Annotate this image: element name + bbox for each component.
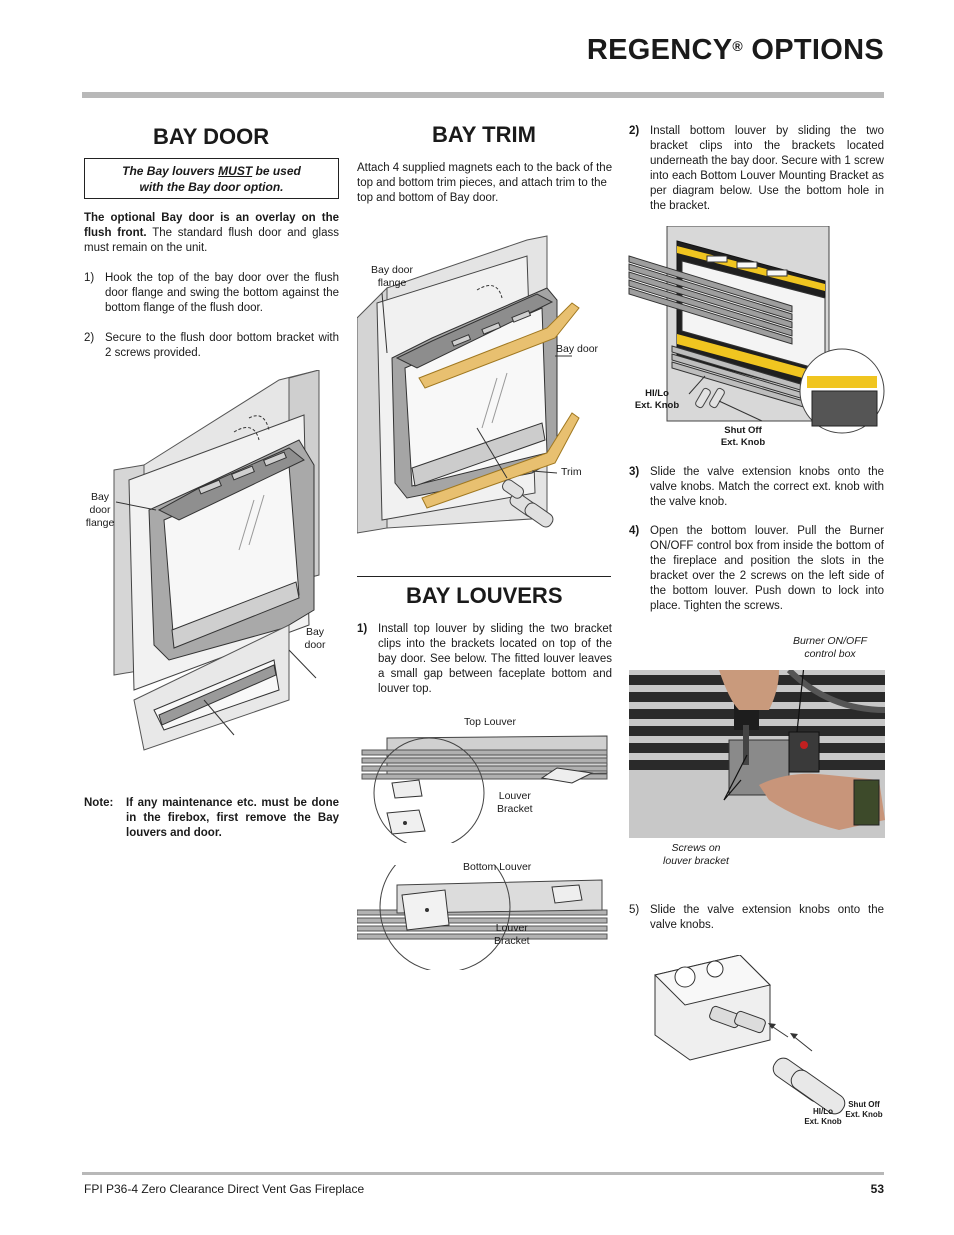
section-divider: [357, 576, 611, 577]
step-5: 5)Slide the valve extension knobs onto t…: [629, 904, 884, 931]
bay-door-note-label: Note:: [84, 797, 114, 809]
bay-door-step-1: 1)Hook the top of the bay door over the …: [84, 272, 339, 314]
footer-rule: [82, 1172, 884, 1175]
bay-door-heading: BAY DOOR: [153, 124, 270, 149]
bay-trim-heading: BAY TRIM: [432, 122, 536, 147]
bay-door-note-text: If any maintenance etc. must be done in …: [126, 797, 339, 839]
bottom-louver-install-illustration: [628, 226, 885, 434]
footer-text: FPI P36-4 Zero Clearance Direct Vent Gas…: [84, 1182, 365, 1196]
bay-trim-illustration: [357, 235, 580, 534]
bay-louvers-heading: BAY LOUVERS: [406, 583, 563, 608]
bay-door-intro: The optional Bay door is an overlay on t…: [84, 212, 340, 254]
control-box-photo: [629, 670, 885, 838]
label-bottom-louver: Bottom Louver: [463, 861, 532, 873]
label-trim-bay-door: Bay door: [556, 343, 599, 355]
bay-door-installation-illustration: [113, 370, 320, 751]
top-louver-illustration: [361, 735, 608, 843]
label-trim: Trim: [561, 466, 582, 478]
header-rule: [82, 92, 884, 98]
bay-louvers-step-1: 1)Install top louver by sliding the two …: [357, 623, 612, 695]
page-title: REGENCY® OPTIONS: [586, 34, 884, 66]
step-3: 3)Slide the valve extension knobs onto t…: [629, 466, 884, 508]
valve-extension-knob-illustration: [654, 955, 846, 1115]
bottom-louver-illustration: [357, 865, 608, 970]
label-top-louver: Top Louver: [464, 716, 516, 728]
page-number: 53: [870, 1182, 884, 1196]
bay-door-step-2: 2)Secure to the flush door bottom bracke…: [84, 332, 339, 359]
step-4: 4)Open the bottom louver. Pull the Burne…: [629, 525, 884, 612]
step-2: 2)Install bottom louver by sliding the t…: [629, 125, 884, 212]
bay-trim-text: Attach 4 supplied magnets each to the ba…: [357, 162, 613, 204]
bay-door-note-box: The Bay louvers MUST be used with the Ba…: [84, 158, 339, 199]
